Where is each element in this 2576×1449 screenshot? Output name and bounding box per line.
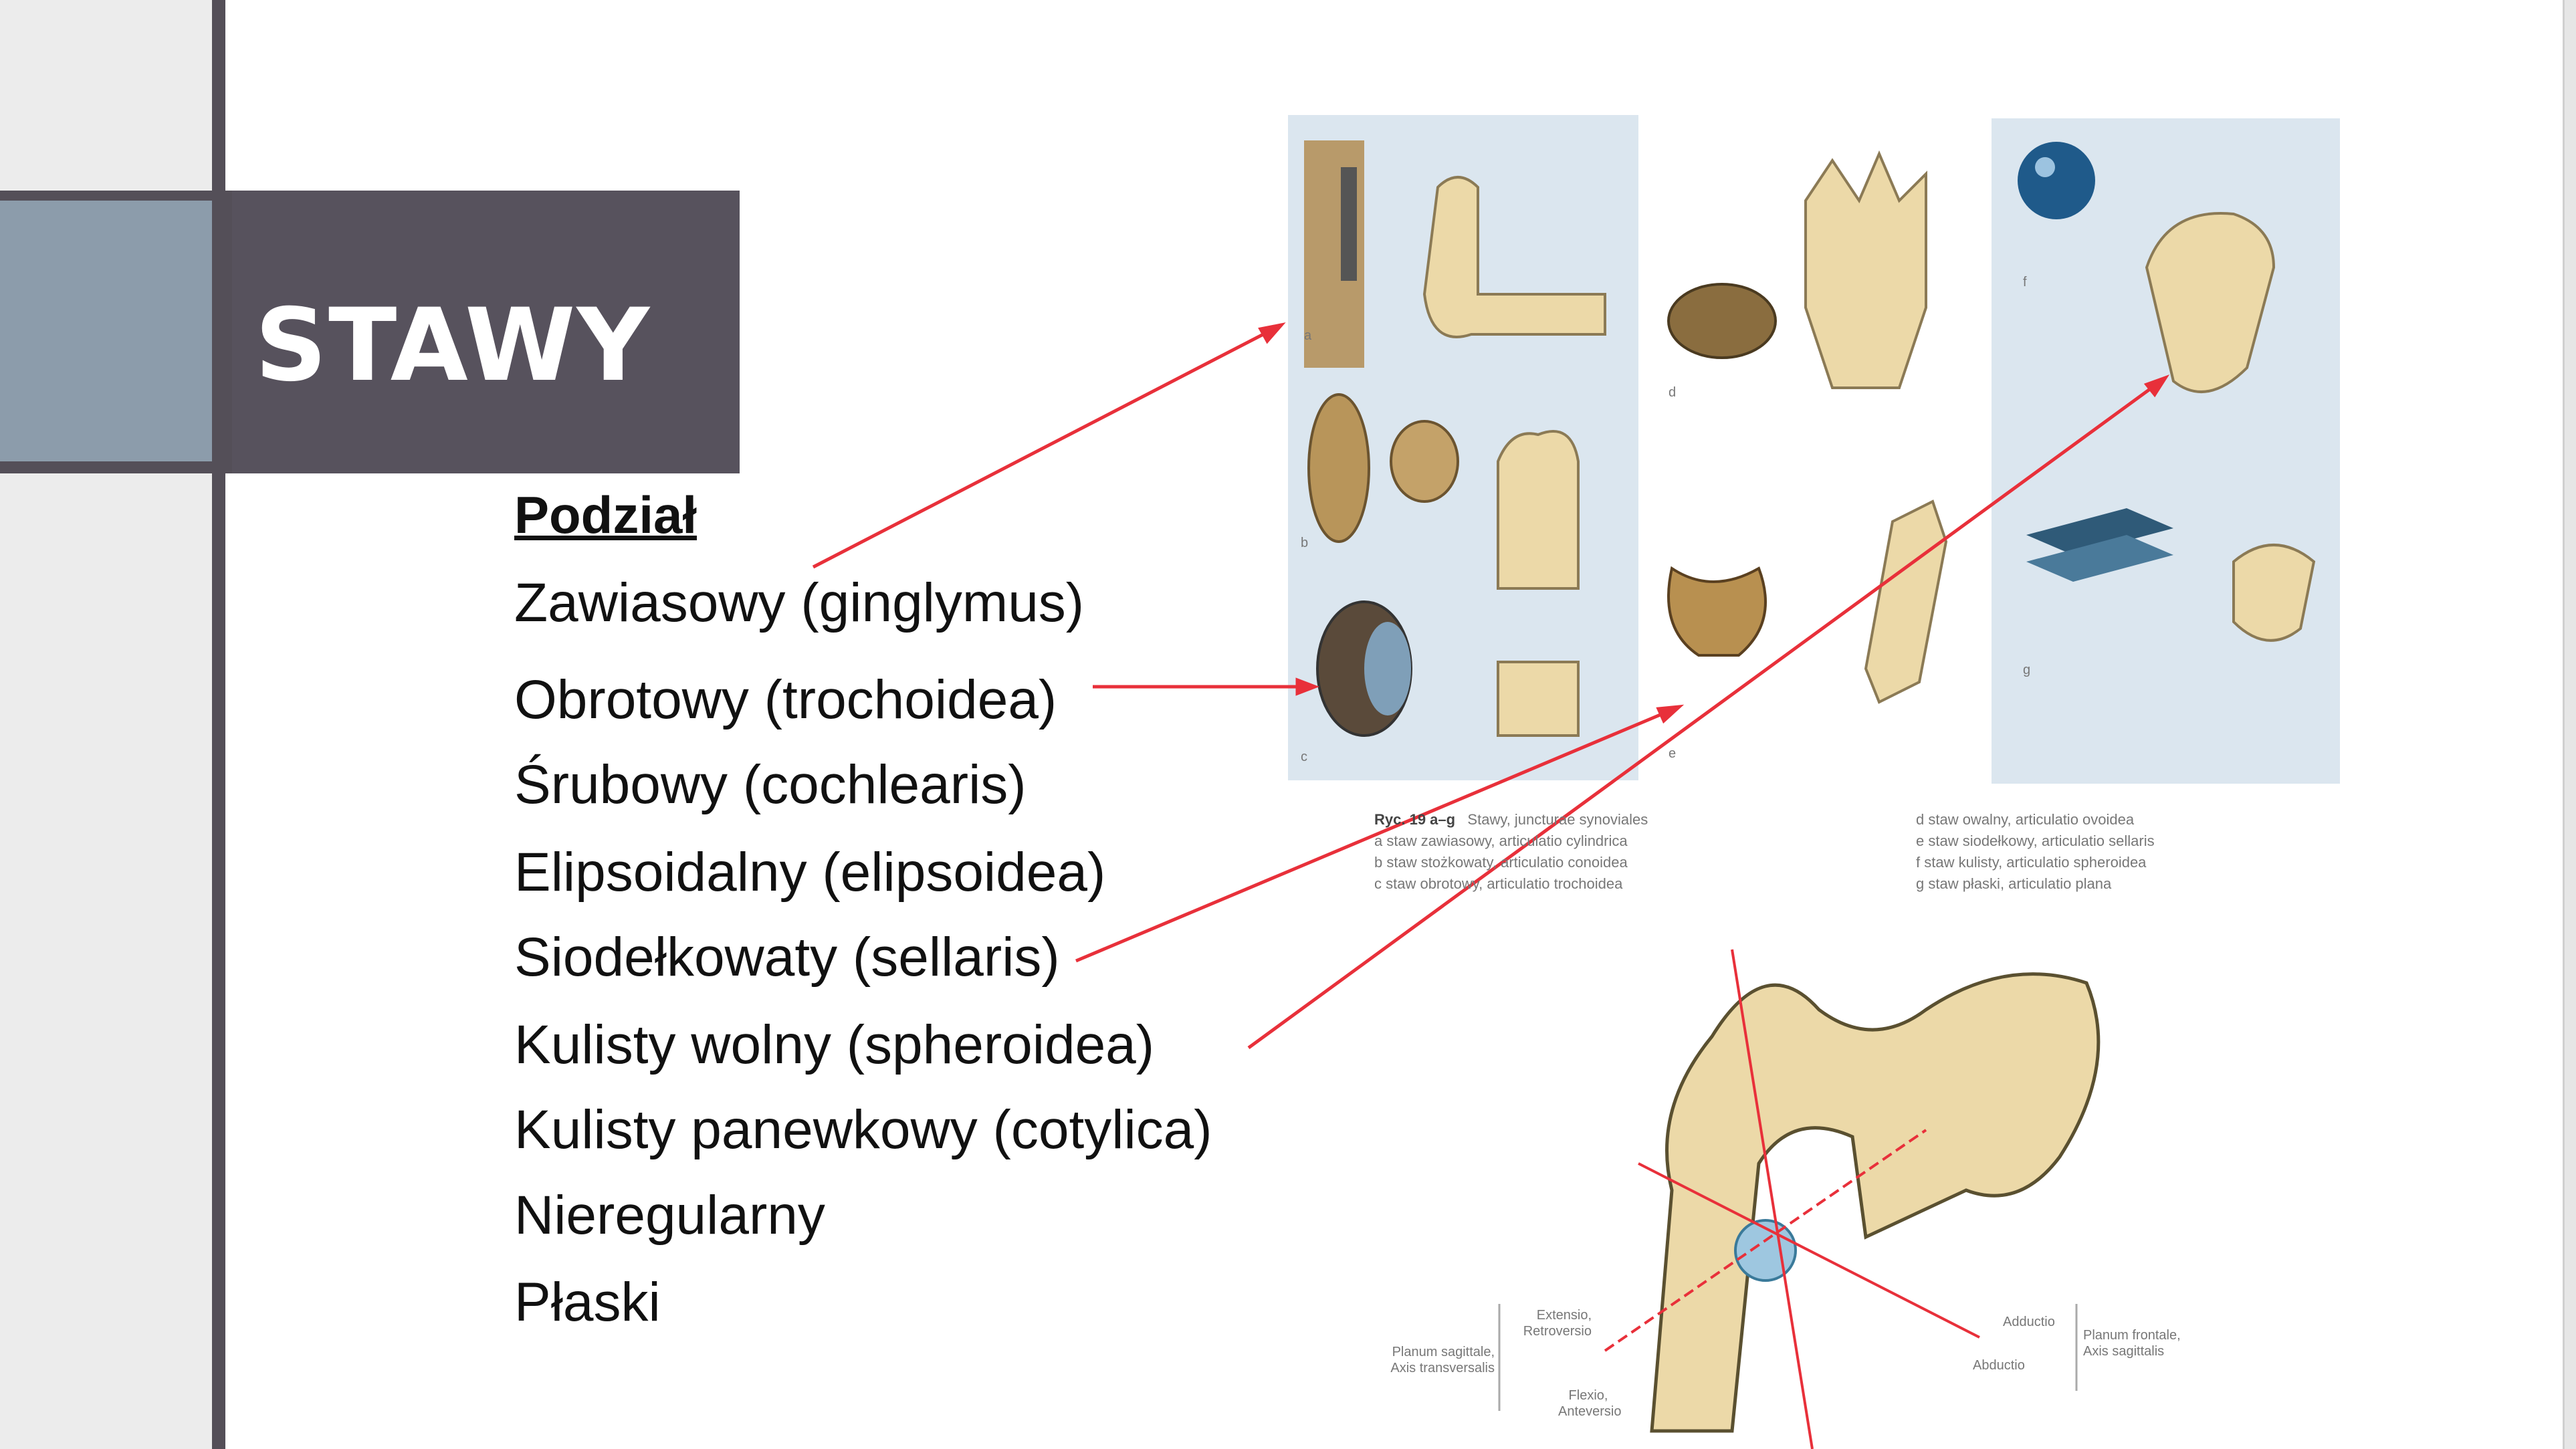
caption-line: f staw kulisty, articulatio spheroidea xyxy=(1916,854,2147,871)
panel-letter: e xyxy=(1669,746,1677,761)
caption-line: e staw siodełkowy, articulatio sellaris xyxy=(1916,832,2155,849)
list-item: Obrotowy (trochoidea) xyxy=(514,669,1057,730)
list-item: Elipsoidalny (elipsoidea) xyxy=(514,842,1106,903)
caption-line: g staw płaski, articulatio plana xyxy=(1916,875,2112,892)
list-item: Siodełkowaty (sellaris) xyxy=(514,927,1060,988)
panel-letter: d xyxy=(1669,385,1677,400)
caption-line: a staw zawiasowy, articulatio cylindrica xyxy=(1374,832,1628,849)
figure-caption-left: Ryc. 19 a–g Stawy, juncturae synoviales … xyxy=(1374,809,1648,895)
hip-label-planum-frontale: Planum frontale, Axis sagittalis xyxy=(2083,1328,2181,1359)
hip-label-adductio: Adductio xyxy=(2003,1315,2055,1329)
list-item: Kulisty wolny (spheroidea) xyxy=(514,1014,1155,1075)
list-item: Zawiasowy (ginglymus) xyxy=(514,572,1085,633)
list-heading: Podział xyxy=(514,485,697,544)
hip-label-planum-sagittale: Planum sagittale, Axis transversalis xyxy=(1390,1345,1495,1375)
slide-title: STAWY xyxy=(255,288,651,404)
hip-label-flexio: Flexio, Anteversio xyxy=(1558,1388,1622,1419)
list-item: Płaski xyxy=(514,1272,661,1333)
caption-line: d staw owalny, articulatio ovoidea xyxy=(1916,811,2135,828)
list-item: Nieregularny xyxy=(514,1185,825,1246)
list-item: Śrubowy (cochlearis) xyxy=(514,754,1027,815)
red-arrows xyxy=(812,322,2170,1050)
panel-letter: a xyxy=(1304,328,1312,343)
hip-label-extensio: Extensio, Retroversio xyxy=(1523,1308,1592,1339)
panel-letter: c xyxy=(1301,750,1307,764)
caption-line: c staw obrotowy, articulatio trochoidea xyxy=(1374,875,1623,892)
caption-subtitle: Stawy, juncturae synoviales xyxy=(1467,811,1648,828)
figure-panels xyxy=(1288,115,2340,1449)
accent-block xyxy=(0,201,212,461)
panel-letter: b xyxy=(1301,536,1309,550)
hip-label-abductio: Abductio xyxy=(1973,1358,2025,1373)
figure-caption-right: d staw owalny, articulatio ovoidea e sta… xyxy=(1916,809,2155,895)
panel-letter: g xyxy=(2023,663,2031,677)
vertical-divider xyxy=(212,0,225,1449)
caption-title: Ryc. 19 a–g xyxy=(1374,811,1456,828)
caption-line: b staw stożkowaty, articulatio conoidea xyxy=(1374,854,1628,871)
title-box xyxy=(232,191,740,473)
panel-letter: f xyxy=(2023,275,2027,290)
right-edge-strip xyxy=(2563,0,2576,1449)
list-item: Kulisty panewkowy (cotylica) xyxy=(514,1099,1212,1160)
